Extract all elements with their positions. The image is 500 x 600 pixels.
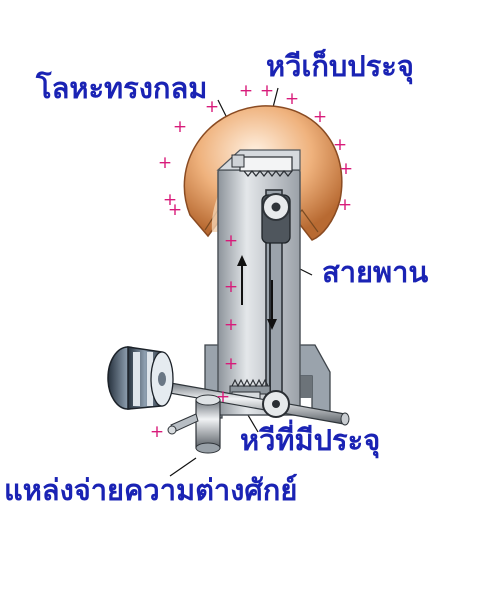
positive-charge-mark: + xyxy=(173,117,187,137)
positive-charge-mark: + xyxy=(338,195,352,215)
downward-arrow-head xyxy=(267,319,277,330)
lower-terminal xyxy=(167,394,221,454)
positive-charge-mark: + xyxy=(150,422,164,442)
positive-charge-mark: + xyxy=(224,354,238,374)
positive-charges: ++++++++++++++++++ xyxy=(150,81,353,442)
motor xyxy=(107,346,174,410)
positive-charge-mark: + xyxy=(339,159,353,179)
positive-charge-mark: + xyxy=(168,200,182,220)
bottom-pulley xyxy=(262,390,290,418)
collector-comb xyxy=(231,154,293,177)
top-pulley xyxy=(261,193,291,244)
positive-charge-mark: + xyxy=(224,277,238,297)
positive-charge-mark: + xyxy=(260,81,274,101)
positive-charge-mark: + xyxy=(224,315,238,335)
positive-charge-mark: + xyxy=(239,81,253,101)
collector-comb-label: หวีเก็บประจุ xyxy=(266,49,414,83)
positive-charge-mark: + xyxy=(333,135,347,155)
metal-sphere-label: โลหะทรงกลม xyxy=(36,71,208,105)
source-leader-line xyxy=(169,457,197,477)
charging-comb-label: หวีที่มีประจุ xyxy=(240,423,381,457)
belt-label: สายพาน xyxy=(322,255,429,289)
positive-charge-mark: + xyxy=(313,107,327,127)
positive-charge-mark: + xyxy=(163,190,177,210)
belt-direction-arrows xyxy=(237,255,277,330)
upward-arrow-head xyxy=(237,255,247,266)
positive-charge-mark: + xyxy=(285,89,299,109)
positive-charge-mark: + xyxy=(158,153,172,173)
positive-charge-mark: + xyxy=(224,231,238,251)
positive-charge-mark: + xyxy=(216,387,230,407)
positive-charge-mark: + xyxy=(205,97,219,117)
voltage-source-label: แหล่งจ่ายความต่างศักย์ xyxy=(4,473,298,507)
